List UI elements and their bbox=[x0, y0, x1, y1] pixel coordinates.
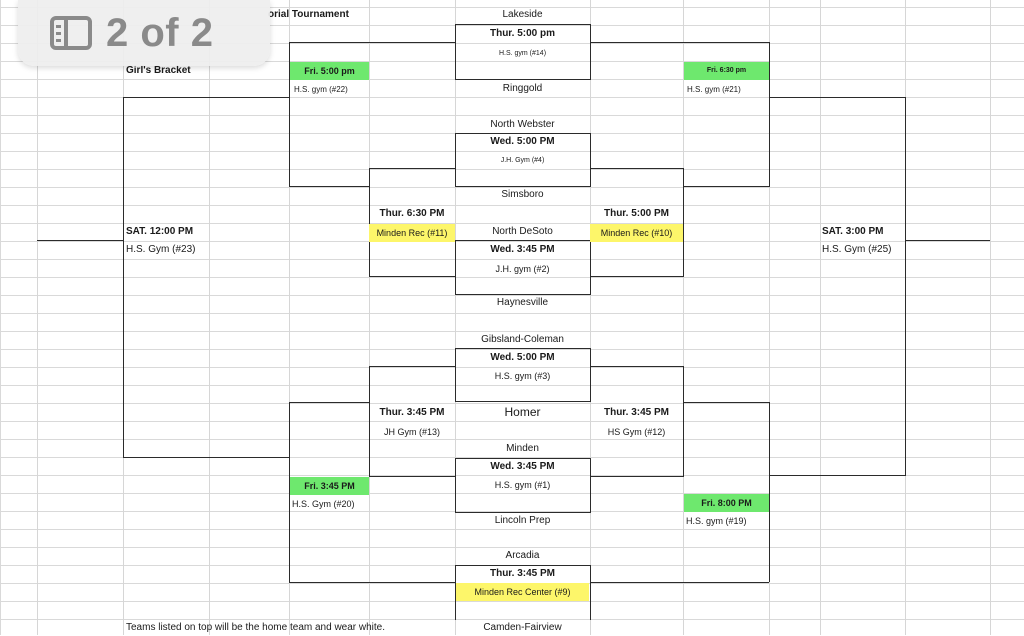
game-2-place: J.H. gym (#2) bbox=[495, 264, 550, 274]
game-22-place: H.S. gym (#22) bbox=[294, 85, 348, 94]
game-22-time: Fri. 5:00 pm bbox=[290, 62, 369, 80]
team-north-webster: North Webster bbox=[490, 119, 555, 130]
game-11-time: Thur. 6:30 PM bbox=[379, 208, 445, 219]
game-23-time: SAT. 12:00 PM bbox=[126, 226, 194, 237]
team-simsboro: Simsboro bbox=[501, 189, 544, 200]
game-9-place: Minden Rec Center (#9) bbox=[456, 583, 589, 601]
game-19-place: H.S. gym (#19) bbox=[686, 516, 747, 526]
footer-note: Teams listed on top will be the home tea… bbox=[126, 622, 386, 633]
team-north-desoto: North DeSoto bbox=[492, 226, 553, 237]
game-11-place: Minden Rec (#11) bbox=[369, 224, 455, 242]
page-thumbnail-icon[interactable] bbox=[50, 16, 92, 50]
tournament-title: orial Tournament bbox=[268, 9, 349, 20]
game-13-place: JH Gym (#13) bbox=[383, 427, 440, 437]
game-13-time: Thur. 3:45 PM bbox=[379, 407, 445, 418]
game-3-time: Wed. 5:00 PM bbox=[490, 352, 555, 363]
team-arcadia: Arcadia bbox=[505, 550, 540, 561]
game-4-time: Wed. 5:00 PM bbox=[490, 136, 555, 147]
game-14-place: H.S. gym (#14) bbox=[498, 50, 547, 57]
team-ringgold: Ringgold bbox=[502, 83, 543, 94]
team-camden-fairview: Camden-Fairview bbox=[483, 622, 562, 633]
game-3-place: H.S. gym (#3) bbox=[494, 371, 551, 381]
game-21-time: Fri. 6:30 pm bbox=[684, 62, 769, 80]
game-1-place: H.S. gym (#1) bbox=[494, 480, 551, 490]
team-gibsland-coleman: Gibsland-Coleman bbox=[481, 334, 564, 345]
team-homer: Homer bbox=[504, 405, 541, 419]
team-minden: Minden bbox=[506, 443, 539, 454]
team-haynesville: Haynesville bbox=[496, 297, 549, 308]
game-10-place: Minden Rec (#10) bbox=[590, 224, 683, 242]
game-9-time: Thur. 3:45 PM bbox=[489, 568, 555, 579]
game-25-time: SAT. 3:00 PM bbox=[822, 226, 884, 237]
game-25-place: H.S. Gym (#25) bbox=[822, 244, 892, 255]
team-lakeside: Lakeside bbox=[502, 9, 543, 20]
game-23-place: H.S. Gym (#23) bbox=[126, 244, 196, 255]
game-4-place: J.H. Gym (#4) bbox=[500, 157, 545, 164]
game-19-time: Fri. 8:00 PM bbox=[684, 494, 769, 512]
team-lincoln-prep: Lincoln Prep bbox=[494, 515, 551, 526]
game-20-place: H.S. Gym (#20) bbox=[292, 499, 355, 509]
bracket-label: Girl's Bracket bbox=[126, 65, 191, 76]
game-12-place: HS Gym (#12) bbox=[607, 427, 666, 437]
game-20-time: Fri. 3:45 PM bbox=[290, 477, 369, 495]
game-1-time: Wed. 3:45 PM bbox=[490, 461, 555, 472]
game-10-time: Thur. 5:00 PM bbox=[603, 208, 669, 219]
page-count: 2 of 2 bbox=[106, 10, 214, 55]
page-indicator[interactable]: 2 of 2 bbox=[18, 0, 270, 66]
game-2-time: Wed. 3:45 PM bbox=[490, 244, 555, 255]
game-12-time: Thur. 3:45 PM bbox=[603, 407, 669, 418]
game-21-place: H.S. gym (#21) bbox=[687, 85, 741, 94]
game-14-time: Thur. 5:00 pm bbox=[489, 28, 555, 39]
